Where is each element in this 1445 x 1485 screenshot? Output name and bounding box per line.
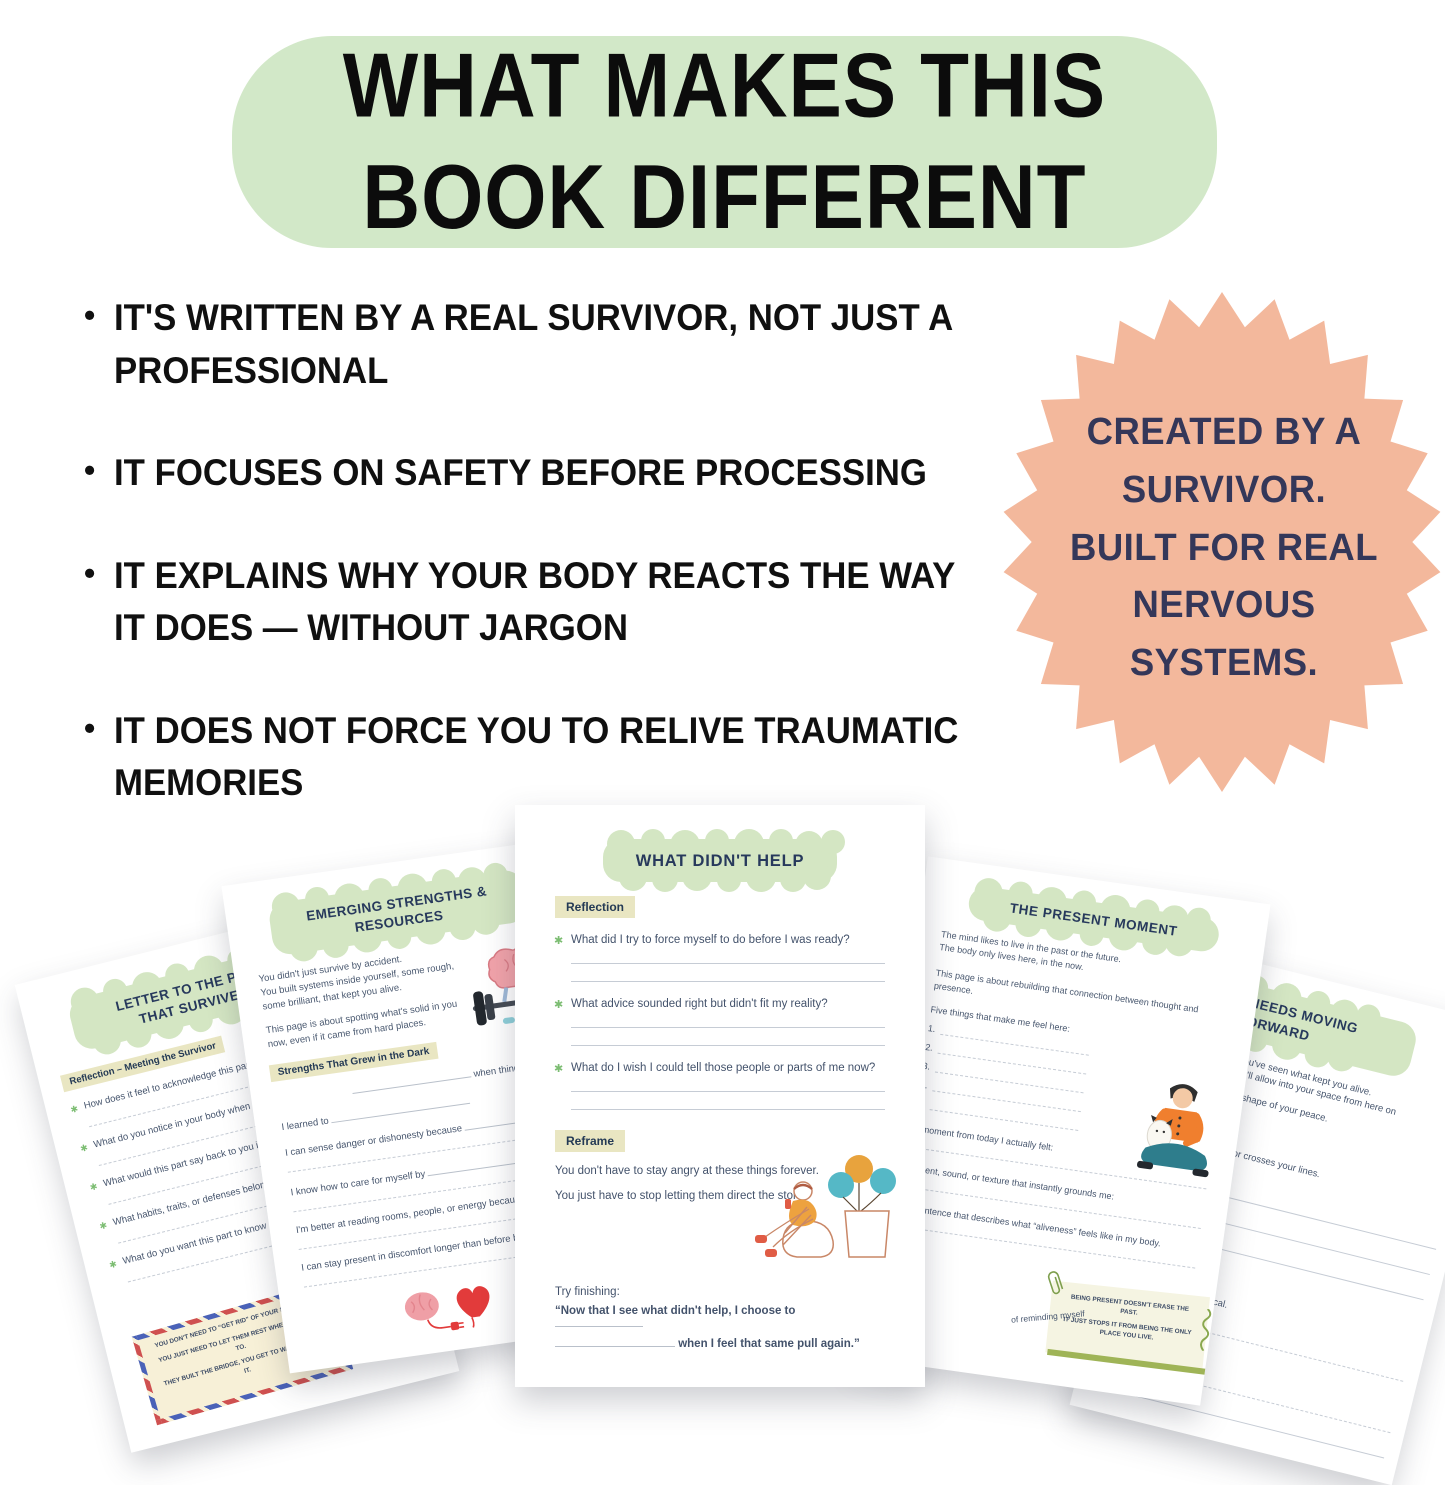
answer-line	[571, 1033, 885, 1046]
fill-in-line: when I feel that same pull again.”	[555, 1337, 885, 1350]
question-text: ✱What advice sounded right but didn't fi…	[554, 998, 828, 1011]
worksheet-page-what-didnt-help: WHAT DIDN'T HELP Reflection ✱What did I …	[515, 805, 925, 1387]
bullet-item: IT EXPLAINS WHY YOUR BODY REACTS THE WAY…	[82, 550, 987, 655]
sticky-note: BEING PRESENT DOESN'T ERASE THE PAST. IT…	[1045, 1271, 1212, 1369]
bullet-item: IT FOCUSES ON SAFETY BEFORE PROCESSING	[82, 447, 987, 500]
reframe-text: You just have to stop letting them direc…	[555, 1190, 805, 1202]
paperclip-icon	[1047, 1271, 1064, 1295]
starburst-badge-icon	[1003, 292, 1441, 792]
badge-text: CREATED BY A SURVIVOR. BUILT FOR REAL NE…	[1069, 411, 1378, 684]
bullet-item: IT'S WRITTEN BY A REAL SURVIVOR, NOT JUS…	[82, 292, 987, 397]
worksheet-page-present-moment: THE PRESENT MOMENT The mind likes to liv…	[857, 856, 1271, 1406]
asterisk-bullet-icon: ✱	[554, 935, 564, 947]
section-tag: Reflection	[555, 896, 636, 918]
brain-heart-connection-illustration	[404, 1286, 490, 1331]
question-text: ✱What did I try to force myself to do be…	[554, 934, 850, 947]
answer-line	[571, 1015, 885, 1028]
squiggle-edge-icon	[1200, 1308, 1212, 1352]
feature-bullet-list: IT'S WRITTEN BY A REAL SURVIVOR, NOT JUS…	[82, 292, 987, 860]
answer-line	[571, 969, 885, 982]
worksheet-title: WHAT DIDN'T HELP	[603, 830, 837, 891]
answer-line	[571, 1079, 885, 1092]
question-text: ✱What do I wish I could tell those peopl…	[554, 1062, 876, 1075]
fill-in-line: “Now that I see what didn't help, I choo…	[555, 1305, 885, 1330]
answer-line	[571, 1097, 885, 1110]
person-with-cat-illustration	[1137, 1084, 1209, 1178]
worksheet-title: EMERGING STRENGTHS & RESOURCES	[267, 868, 529, 957]
page-title: WHAT MAKES THIS BOOK DIFFERENT	[342, 35, 1107, 248]
header-pill: WHAT MAKES THIS BOOK DIFFERENT	[232, 35, 1217, 248]
beanbag-person-illustration	[755, 1155, 896, 1258]
reframe-text: You don't have to stay angry at these th…	[555, 1165, 819, 1177]
asterisk-bullet-icon: ✱	[88, 1181, 99, 1193]
answer-line	[571, 951, 885, 964]
bullet-item: IT DOES NOT FORCE YOU TO RELIVE TRAUMATI…	[82, 705, 987, 810]
asterisk-bullet-icon: ✱	[554, 1063, 564, 1075]
asterisk-bullet-icon: ✱	[98, 1219, 109, 1232]
asterisk-bullet-icon: ✱	[79, 1142, 89, 1155]
asterisk-bullet-icon: ✱	[69, 1103, 80, 1116]
asterisk-bullet-icon: ✱	[108, 1258, 118, 1271]
section-tag: Reframe	[555, 1130, 626, 1152]
try-label: Try finishing:	[555, 1286, 620, 1298]
asterisk-bullet-icon: ✱	[554, 999, 564, 1011]
